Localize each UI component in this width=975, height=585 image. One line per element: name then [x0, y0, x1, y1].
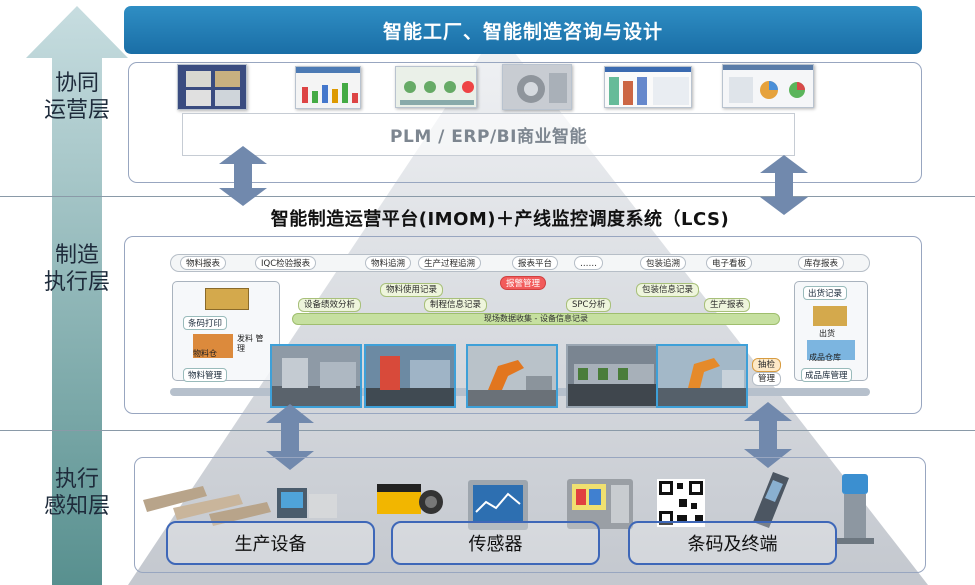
function-item: 包装信息记录 — [636, 283, 700, 297]
barcode-terminal-label: 条码及终端 — [628, 521, 837, 565]
shipping-record-label: 出货记录 — [803, 286, 848, 300]
finished-goods-box: 出货记录 出货 成品仓库 成品库管理 — [794, 281, 868, 382]
production-equipment-image — [143, 480, 339, 530]
imom-title: 智能制造运营平台(IMOM)＋产线监控调度系统（LCS) — [270, 209, 730, 230]
material-manage-label: 物料管理 — [183, 368, 228, 382]
report-item[interactable]: …… — [574, 256, 603, 270]
material-management-box: 条码打印 物料仓 发料 管理 物料管理 — [172, 281, 280, 382]
inspection-label: 抽检 — [752, 358, 782, 372]
production-equipment-label: 生产设备 — [166, 521, 375, 565]
finished-manage-label: 成品库管理 — [801, 368, 852, 382]
layer-label-perception: 执行感知层 — [43, 467, 110, 519]
double-arrow-left-bottom — [266, 404, 314, 474]
double-arrow-left-top — [219, 146, 267, 210]
layer-divider-2 — [0, 430, 975, 431]
material-warehouse-label: 物料仓 — [193, 349, 217, 358]
report-item[interactable]: 包装追溯 — [640, 256, 687, 270]
double-arrow-right-bottom — [744, 402, 792, 472]
growth-arrow — [26, 6, 128, 585]
packing-manage-label: 管理 — [752, 372, 782, 386]
shipping-label: 出货 — [819, 329, 835, 338]
report-item[interactable]: 库存报表 — [798, 256, 845, 270]
sensor-label: 传感器 — [391, 521, 600, 565]
function-item: 物料使用记录 — [380, 283, 444, 297]
factory-photo-3 — [466, 344, 558, 408]
factory-photo-2 — [364, 344, 456, 408]
software-screenshot-2 — [295, 66, 361, 109]
execution-panel — [124, 236, 922, 414]
function-item: SPC分析 — [566, 298, 612, 312]
software-screenshot-6 — [722, 64, 814, 108]
barcode-print-label: 条码打印 — [183, 316, 228, 330]
sensor-camera-image — [375, 480, 447, 528]
background-pyramid — [128, 0, 928, 585]
double-arrow-right-top — [760, 155, 808, 219]
report-item[interactable]: 物料报表 — [180, 256, 227, 270]
plm-erp-bi-box: PLM / ERP/BI商业智能 — [182, 113, 795, 156]
sensor-hmi-image — [468, 480, 528, 534]
factory-photo-4 — [566, 344, 658, 408]
software-screenshot-1 — [177, 64, 247, 110]
report-item[interactable]: 电子看板 — [706, 256, 753, 270]
software-screenshot-4 — [502, 64, 572, 110]
report-item[interactable]: IQC检验报表 — [255, 256, 317, 270]
layer-divider-1 — [0, 196, 975, 197]
report-item[interactable]: 报表平台 — [512, 256, 559, 270]
layer-label-execution: 制造执行层 — [43, 243, 110, 295]
page-title: 智能工厂、智能制造咨询与设计 — [124, 6, 922, 54]
data-collection-bar: 现场数据收集 - 设备信息记录 — [292, 313, 780, 325]
report-item[interactable]: 生产过程追溯 — [418, 256, 482, 270]
function-item: 设备绩效分析 — [298, 298, 362, 312]
layer-label-operations: 协同运营层 — [43, 71, 110, 123]
software-screenshot-3 — [395, 66, 477, 108]
function-item: 生产报表 — [704, 298, 751, 312]
factory-photo-5 — [656, 344, 748, 408]
perception-panel — [134, 457, 926, 573]
operations-panel — [128, 62, 922, 183]
factory-photo-1 — [270, 344, 362, 408]
finished-warehouse-label: 成品仓库 — [809, 353, 841, 362]
handheld-scanner-image — [745, 472, 795, 532]
software-screenshot-5 — [604, 66, 692, 108]
kiosk-terminal-image — [832, 474, 876, 548]
terminal-panel-image — [567, 479, 633, 533]
function-item: 制程信息记录 — [424, 298, 488, 312]
alarm-management[interactable]: 报警管理 — [500, 276, 547, 290]
issue-manage-label: 发料 管理 — [237, 334, 264, 353]
report-item[interactable]: 物料追溯 — [365, 256, 412, 270]
